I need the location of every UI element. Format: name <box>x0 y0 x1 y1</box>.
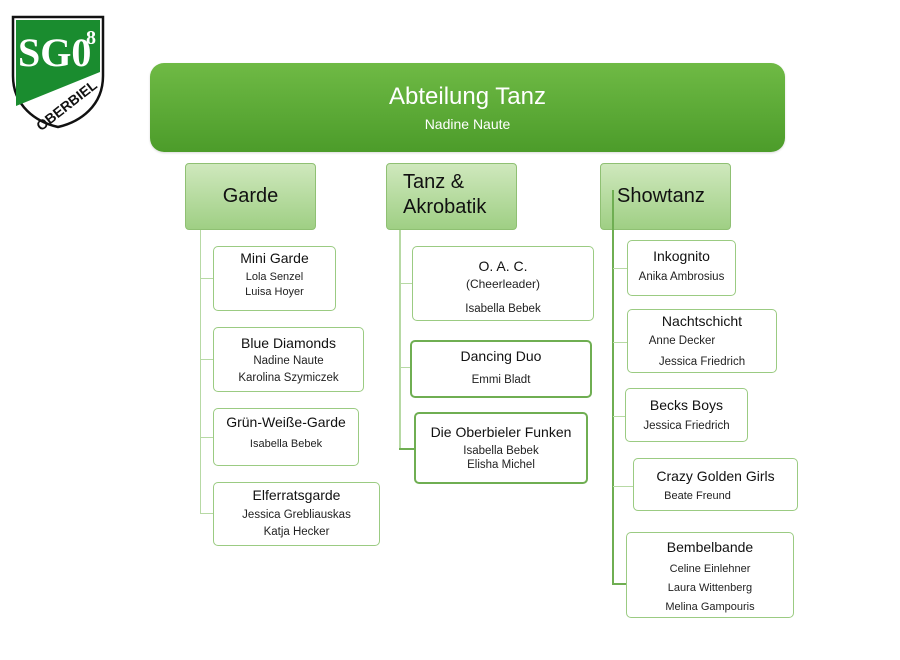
group-member: Celine Einlehner <box>669 563 751 575</box>
group-card: Inkognito Anika Ambrosius <box>627 240 736 296</box>
group-name: Becks Boys <box>649 397 724 413</box>
group-name: Die Oberbieler Funken <box>430 424 572 440</box>
connector-garde-vertical <box>200 230 201 513</box>
connector <box>399 367 410 368</box>
group-member: Elisha Michel <box>467 459 535 471</box>
group-member: Beate Freund <box>664 490 731 502</box>
group-card: Becks Boys Jessica Friedrich <box>625 388 748 442</box>
group-name: Mini Garde <box>240 250 309 266</box>
group-name: Crazy Golden Girls <box>656 468 775 484</box>
category-showtanz-title: Showtanz <box>617 185 705 207</box>
connector <box>200 437 213 438</box>
group-name: O. A. C. <box>478 258 528 274</box>
connector <box>200 278 213 279</box>
connector <box>399 448 414 450</box>
logo-text-top: SG0 <box>18 30 91 75</box>
group-member: Jessica Friedrich <box>643 420 730 432</box>
group-member: Jessica Friedrich <box>658 356 746 368</box>
group-member: Lola Senzel <box>245 271 304 283</box>
department-title: Abteilung Tanz <box>388 83 546 110</box>
group-note: (Cheerleader) <box>465 277 541 291</box>
category-tanz-akrobatik-title-line1: Tanz & <box>403 171 465 193</box>
club-logo: SG0 8 OBERBIEL <box>11 15 105 130</box>
group-name: Dancing Duo <box>460 348 542 364</box>
connector <box>399 283 412 284</box>
group-member: Isabella Bebek <box>463 445 539 457</box>
group-member: Jessica Grebliauskas <box>242 509 351 521</box>
group-member: Karolina Szymiczek <box>238 372 339 384</box>
group-member: Luisa Hoyer <box>245 286 304 298</box>
department-header: Abteilung Tanz Nadine Naute <box>150 63 785 152</box>
group-name: Elferratsgarde <box>252 487 341 503</box>
group-name: Grün-Weiße-Garde <box>226 414 346 430</box>
connector <box>613 486 633 487</box>
category-showtanz: Showtanz <box>600 163 731 230</box>
group-card: Bembelbande Celine Einlehner Laura Witte… <box>626 532 794 618</box>
group-name: Blue Diamonds <box>241 335 336 351</box>
group-name: Nachtschicht <box>661 313 743 329</box>
connector <box>200 359 213 360</box>
connector-showtanz-vertical <box>612 190 614 584</box>
group-card: Grün-Weiße-Garde Isabella Bebek <box>213 408 359 466</box>
group-member: Anne Decker <box>648 335 716 347</box>
group-card: Crazy Golden Girls Beate Freund <box>633 458 798 511</box>
group-card: O. A. C. (Cheerleader) Isabella Bebek <box>412 246 594 321</box>
group-name: Inkognito <box>653 248 710 264</box>
category-garde-title: Garde <box>222 185 279 207</box>
group-member: Isabella Bebek <box>465 303 541 315</box>
category-tanz-akrobatik: Tanz & Akrobatik <box>386 163 517 230</box>
group-card: Blue Diamonds Nadine Naute Karolina Szym… <box>213 327 364 392</box>
group-member: Nadine Naute <box>253 355 324 367</box>
group-member: Anika Ambrosius <box>638 271 725 283</box>
logo-superscript: 8 <box>86 27 96 49</box>
group-card: Mini Garde Lola Senzel Luisa Hoyer <box>213 246 336 311</box>
group-member: Emmi Bladt <box>471 374 531 386</box>
connector <box>200 513 213 514</box>
connector <box>613 416 625 417</box>
group-card: Elferratsgarde Jessica Grebliauskas Katj… <box>213 482 380 546</box>
group-member: Laura Wittenberg <box>667 582 753 594</box>
connector <box>613 342 627 343</box>
group-card: Nachtschicht Anne Decker Jessica Friedri… <box>627 309 777 373</box>
department-head: Nadine Naute <box>424 116 511 132</box>
group-member: Katja Hecker <box>263 526 330 538</box>
category-garde: Garde <box>185 163 316 230</box>
group-member: Melina Gampouris <box>665 601 755 613</box>
category-tanz-akrobatik-title-line2: Akrobatik <box>403 196 487 218</box>
connector <box>612 583 626 585</box>
group-card: Dancing Duo Emmi Bladt <box>410 340 592 398</box>
connector-tanz-vertical <box>399 230 401 450</box>
group-member: Isabella Bebek <box>249 438 323 450</box>
group-name: Bembelbande <box>666 539 754 555</box>
connector <box>613 268 627 269</box>
group-card: Die Oberbieler Funken Isabella Bebek Eli… <box>414 412 588 484</box>
